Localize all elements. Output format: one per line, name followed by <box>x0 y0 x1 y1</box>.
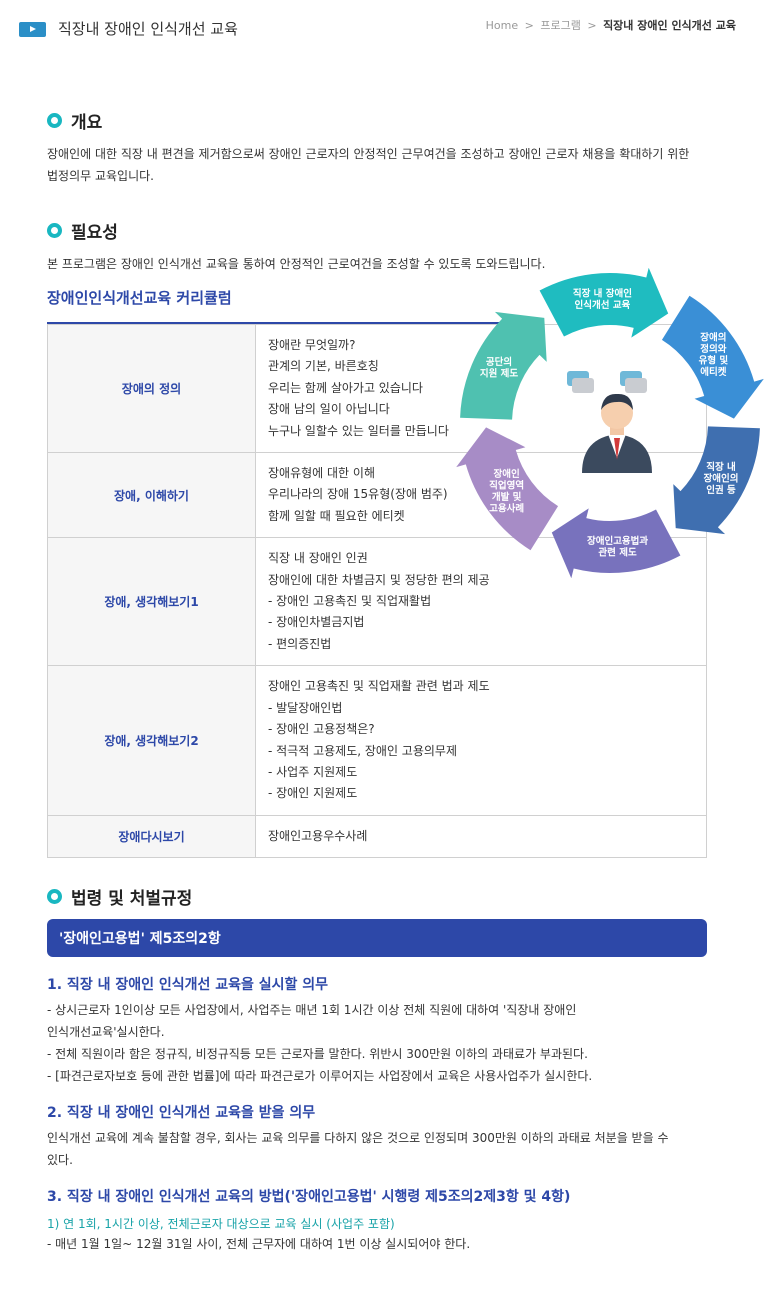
play-icon <box>19 22 46 37</box>
law-line: - [파견근로자보호 등에 관한 법률]에 따라 파견근로가 이루어지는 사업장… <box>47 1069 593 1083</box>
law-section-2-text: 인식개선 교육에 계속 불참할 경우, 회사는 교육 의무를 다하지 않은 것으… <box>47 1127 707 1171</box>
curriculum-line: 우리나라의 장애 15유형(장애 범주) <box>268 487 448 502</box>
curriculum-content: 장애인 고용촉진 및 직업재활 관련 법과 제도 - 발달장애인법 - 장애인 … <box>255 665 707 816</box>
curriculum-title: 장애인인식개선교육 커리큘럼 <box>47 289 232 307</box>
law-line: - 상시근로자 1인이상 모든 사업장에서, 사업주는 매년 1회 1시간 이상… <box>47 1003 577 1017</box>
curriculum-line: - 사업주 지원제도 <box>268 764 358 779</box>
curriculum-line: 장애유형에 대한 이해 <box>268 466 375 481</box>
breadcrumb-program[interactable]: 프로그램 <box>540 19 581 32</box>
necessity-heading-text: 필요성 <box>71 223 118 243</box>
table-row: 장애, 이해하기 장애유형에 대한 이해 우리나라의 장애 15유형(장애 범주… <box>47 452 707 539</box>
law-heading: 법령 및 처벌규정 <box>47 884 192 909</box>
page-title: 직장내 장애인 인식개선 교육 <box>58 20 238 38</box>
curriculum-line: 관계의 기본, 바른호칭 <box>268 359 379 374</box>
law-section-1-text: - 상시근로자 1인이상 모든 사업장에서, 사업주는 매년 1회 1시간 이상… <box>47 999 707 1087</box>
curriculum-line: - 장애인차별금지법 <box>268 615 365 630</box>
curriculum-content: 장애인고용우수사례 <box>255 814 707 859</box>
curriculum-divider <box>47 322 500 324</box>
curriculum-line: 장애 남의 일이 아닙니다 <box>268 402 390 417</box>
curriculum-line: - 장애인 지원제도 <box>268 786 358 801</box>
overview-heading: 개요 <box>47 108 102 133</box>
curriculum-line: - 편의증진법 <box>268 636 332 651</box>
table-row: 장애다시보기 장애인고용우수사례 <box>47 814 707 859</box>
necessity-heading: 필요성 <box>47 218 118 243</box>
law-heading-text: 법령 및 처벌규정 <box>71 889 193 909</box>
circle-bullet-icon <box>47 889 62 904</box>
cycle-arrow-segment <box>551 508 681 578</box>
curriculum-line: 장애인에 대한 차별금지 및 정당한 편의 제공 <box>268 572 490 587</box>
curriculum-key: 장애, 생각해보기2 <box>47 665 256 816</box>
curriculum-key: 장애, 이해하기 <box>47 452 256 539</box>
curriculum-line: 직장 내 장애인 인권 <box>268 551 368 566</box>
curriculum-line: 장애란 무엇일까? <box>268 338 356 352</box>
breadcrumb-home[interactable]: Home <box>485 19 519 32</box>
law-section-3-text: - 매년 1월 1일~ 12월 31일 사이, 전체 근무자에 대하여 1번 이… <box>47 1237 471 1251</box>
table-row: 장애, 생각해보기2 장애인 고용촉진 및 직업재활 관련 법과 제도 - 발달… <box>47 665 707 816</box>
cycle-arrow-segment <box>661 295 764 419</box>
curriculum-line: - 적극적 고용제도, 장애인 고용의무제 <box>268 743 458 758</box>
curriculum-line: - 장애인 고용정책은? <box>268 722 375 737</box>
circle-bullet-icon <box>47 113 62 128</box>
law-section-3-title: 3. 직장 내 장애인 인식개선 교육의 방법('장애인고용법' 시행령 제5조… <box>47 1189 571 1205</box>
necessity-text: 본 프로그램은 장애인 인식개선 교육을 통하여 안정적인 근로여건을 조성할 … <box>47 257 546 271</box>
curriculum-line: 우리는 함께 살아가고 있습니다 <box>268 380 423 395</box>
law-line: 인식개선교육'실시한다. <box>47 1025 165 1039</box>
curriculum-key: 장애의 정의 <box>47 323 256 454</box>
curriculum-key: 장애, 생각해보기1 <box>47 537 256 667</box>
person-icon <box>567 371 652 473</box>
curriculum-line: 장애인고용우수사례 <box>268 828 368 843</box>
breadcrumb-current: 직장내 장애인 인식개선 교육 <box>603 19 736 32</box>
law-line: 있다. <box>47 1153 73 1167</box>
breadcrumb: Home > 프로그램 > 직장내 장애인 인식개선 교육 <box>485 19 736 32</box>
curriculum-line: 함께 일할 때 필요한 에티켓 <box>268 508 405 523</box>
law-line: - 전체 직원이라 함은 정규직, 비정규직등 모든 근로자를 말한다. 위반시… <box>47 1047 588 1061</box>
overview-heading-text: 개요 <box>71 113 103 133</box>
curriculum-line: 장애인 고용촉진 및 직업재활 관련 법과 제도 <box>268 679 490 694</box>
law-section-3-subtitle: 1) 연 1회, 1시간 이상, 전체근로자 대상으로 교육 실시 (사업주 포… <box>47 1217 395 1231</box>
cycle-arrow-segment <box>460 311 547 420</box>
law-section-2-title: 2. 직장 내 장애인 인식개선 교육을 받을 의무 <box>47 1105 316 1121</box>
curriculum-line: 누구나 일할수 있는 일터를 만듭니다 <box>268 423 449 438</box>
page-header: 직장내 장애인 인식개선 교육 Home > 프로그램 > 직장내 장애인 인식… <box>0 0 774 58</box>
circle-bullet-icon <box>47 223 62 238</box>
curriculum-key: 장애다시보기 <box>47 814 256 859</box>
curriculum-line: - 장애인 고용촉진 및 직업재활법 <box>268 594 432 609</box>
curriculum-line: - 발달장애인법 <box>268 700 343 715</box>
law-title-bar: '장애인고용법' 제5조의2항 <box>47 919 707 957</box>
cycle-arrow-segment <box>673 426 760 535</box>
cycle-arrow-segment <box>456 427 559 551</box>
overview-text: 장애인에 대한 직장 내 편견을 제거함으로써 장애인 근로자의 안정적인 근무… <box>47 147 690 183</box>
law-line: 인식개선 교육에 계속 불참할 경우, 회사는 교육 의무를 다하지 않은 것으… <box>47 1131 669 1145</box>
cycle-arrow-segment <box>539 268 669 338</box>
law-section-1-title: 1. 직장 내 장애인 인식개선 교육을 실시할 의무 <box>47 977 329 993</box>
